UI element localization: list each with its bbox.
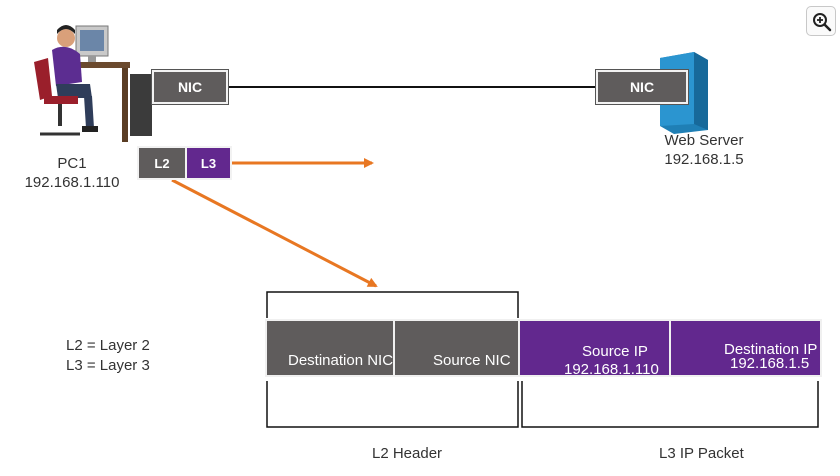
server-nic-box: NIC <box>596 70 688 104</box>
legend-l2: L2 = Layer 2 <box>66 337 150 354</box>
source-ip-field: Source IP 192.168.1.110 <box>518 319 671 378</box>
destination-nic-text: Destination NIC <box>288 352 394 369</box>
l3-packet-label: L3 IP Packet <box>659 445 744 462</box>
l2-header-label: L2 Header <box>372 445 443 462</box>
l3-block: L3 <box>185 146 232 180</box>
source-ip-title: Source IP <box>582 343 648 360</box>
l2-block: L2 <box>137 146 187 180</box>
source-ip-value: 192.168.1.110 <box>564 361 659 378</box>
destination-nic-field: Destination NIC <box>265 319 395 377</box>
destination-ip-field: Destination IP 192.168.1.5 <box>669 319 822 377</box>
l3-label: L3 <box>200 155 217 171</box>
server-label: Web Server 192.168.1.5 <box>652 131 756 169</box>
expand-arrow <box>171 178 378 288</box>
destination-ip-title: Destination IP <box>724 341 818 358</box>
top-bracket <box>266 291 519 318</box>
legend-l3: L3 = Layer 3 <box>66 357 150 374</box>
pc-label: PC1 192.168.1.110 <box>18 154 126 192</box>
pc-nic-box: NIC <box>152 70 228 104</box>
l3-packet-bracket <box>521 381 819 428</box>
source-nic-field: Source NIC <box>393 319 520 377</box>
pc-user-icon <box>34 25 152 142</box>
pc-nic-label: NIC <box>177 79 203 95</box>
server-name: Web Server <box>664 132 744 149</box>
server-nic-label: NIC <box>629 79 655 95</box>
layer-legend: L2 = Layer 2 L3 = Layer 3 <box>66 336 150 376</box>
source-nic-text: Source NIC <box>433 352 511 369</box>
server-ip: 192.168.1.5 <box>664 151 744 168</box>
destination-ip-value: 192.168.1.5 <box>730 355 810 372</box>
l2-header-bracket <box>266 381 519 428</box>
pc-ip: 192.168.1.110 <box>24 174 120 191</box>
pc-name: PC1 <box>57 155 87 172</box>
l2-label: L2 <box>154 155 170 171</box>
zoom-in-icon <box>813 13 832 32</box>
zoom-in-button[interactable] <box>806 6 836 36</box>
